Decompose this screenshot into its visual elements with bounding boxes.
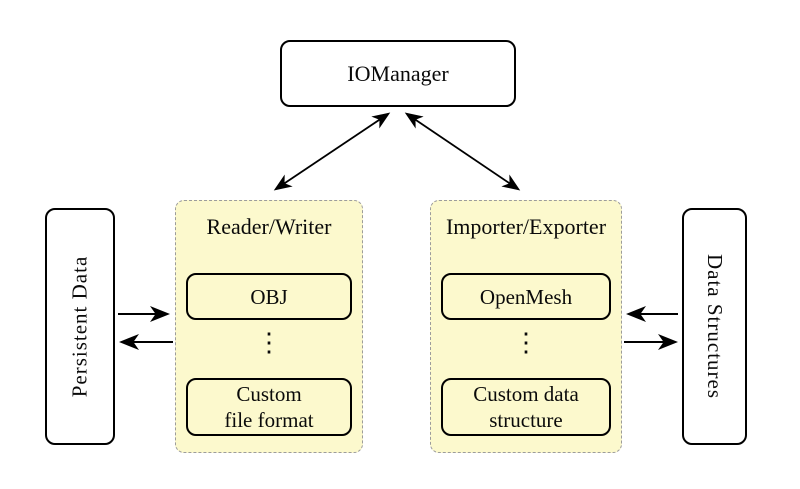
- iomanager-box: IOManager: [280, 40, 516, 107]
- ellipsis-reader-writer: ⋮: [256, 328, 282, 357]
- importer-exporter-title: Importer/Exporter: [445, 214, 607, 239]
- data-structures-box: Data Structures: [682, 208, 747, 445]
- persistent-data-box: Persistent Data: [45, 208, 115, 445]
- custom-data-structure-box: Custom data structure: [441, 378, 611, 436]
- ellipsis-importer-exporter: ⋮: [513, 328, 539, 357]
- obj-label: OBJ: [250, 284, 288, 309]
- iomanager-label: IOManager: [347, 60, 449, 86]
- arrow-iomanager-reader-writer: [273, 112, 391, 191]
- arrow-iomanager-importer-exporter: [404, 112, 521, 191]
- openmesh-label: OpenMesh: [479, 284, 573, 309]
- importer-exporter-group: Importer/Exporter OpenMesh ⋮ Custom data…: [430, 200, 622, 453]
- reader-writer-group: Reader/Writer OBJ ⋮ Custom file format: [175, 200, 363, 453]
- custom-data-structure-line2: structure: [489, 408, 563, 432]
- openmesh-box: OpenMesh: [441, 273, 611, 320]
- obj-box: OBJ: [186, 273, 352, 320]
- data-structures-label: Data Structures: [703, 253, 728, 400]
- custom-file-format-line1: Custom: [236, 382, 302, 406]
- custom-file-format-box: Custom file format: [186, 378, 352, 436]
- reader-writer-title: Reader/Writer: [206, 214, 332, 239]
- persistent-data-label: Persistent Data: [67, 255, 92, 398]
- custom-file-format-line2: file format: [224, 408, 314, 432]
- custom-data-structure-line1: Custom data: [473, 382, 579, 406]
